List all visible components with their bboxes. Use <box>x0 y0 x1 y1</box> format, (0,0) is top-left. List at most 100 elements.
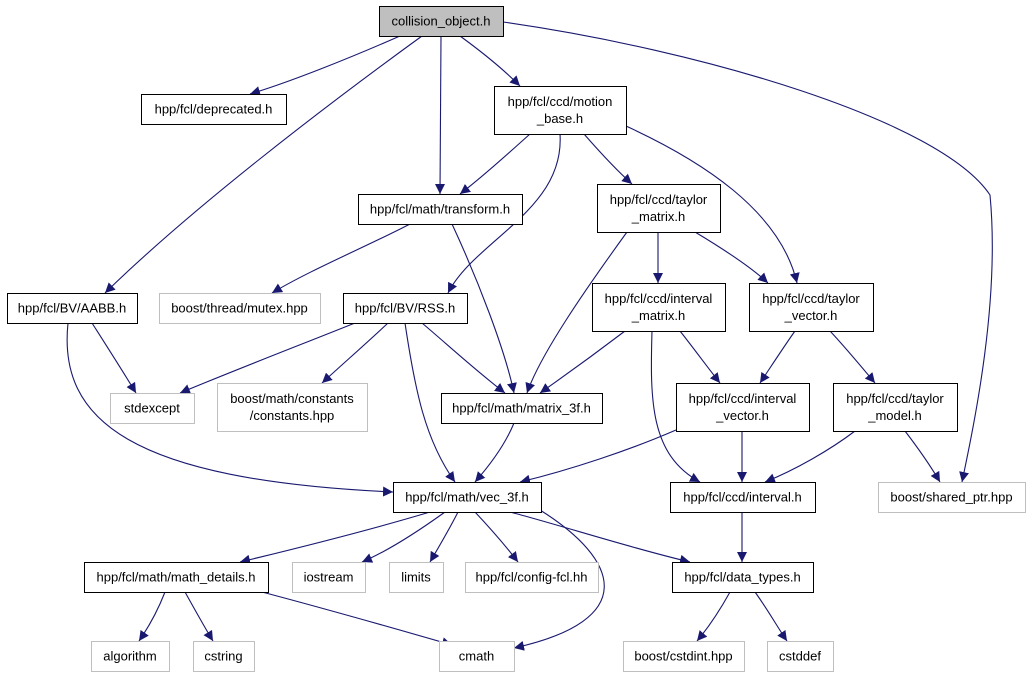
node-box <box>767 641 834 672</box>
node-taylor-vector[interactable]: hpp/fcl/ccd/taylor _vector.h <box>749 283 874 332</box>
node-box <box>597 184 721 233</box>
edge-collision-object-to-aabb <box>104 35 423 294</box>
edge-interval-matrix-to-interval <box>650 330 701 483</box>
edge-rss-to-stdexcept <box>179 322 356 394</box>
node-label: hpp/fcl/math/math_details.h <box>97 570 256 585</box>
node-aabb[interactable]: hpp/fcl/BV/AABB.h <box>7 293 138 324</box>
node-box <box>439 641 515 672</box>
node-math-details[interactable]: hpp/fcl/math/math_details.h <box>84 562 269 593</box>
node-label: algorithm <box>103 649 156 664</box>
edge-collision-object-to-motion-base <box>459 35 521 87</box>
node-box <box>623 641 745 672</box>
edge-vec-3f-to-cmath <box>513 509 605 651</box>
edge-vec-3f-to-data-types <box>509 511 691 565</box>
node-taylor-model[interactable]: hpp/fcl/ccd/taylor _model.h <box>833 383 958 432</box>
node-transform[interactable]: hpp/fcl/math/transform.h <box>358 194 523 225</box>
edge-motion-base-to-taylor-matrix <box>583 133 633 185</box>
node-label: stdexcept <box>124 401 180 416</box>
node-box <box>878 482 1026 513</box>
edges-layer <box>66 21 993 651</box>
node-matrix-3f[interactable]: hpp/fcl/math/matrix_3f.h <box>441 393 603 424</box>
node-interval-vector[interactable]: hpp/fcl/ccd/interval_vector.h <box>676 383 810 432</box>
node-box <box>84 562 269 593</box>
edge-data-types-to-cstdint <box>696 591 731 642</box>
node-box <box>465 562 599 593</box>
edge-rss-to-vec-3f <box>404 322 456 483</box>
node-shared-ptr: boost/shared_ptr.hpp <box>878 482 1026 513</box>
nodes-layer: collision_object.h hpp/fcl/deprecated.h hp… <box>7 6 1026 672</box>
edge-aabb-to-vec-3f <box>66 322 394 497</box>
node-label: iostream <box>304 570 354 585</box>
edge-interval-matrix-to-interval-vector <box>679 330 721 384</box>
node-box <box>670 482 816 513</box>
node-cstddef: cstddef <box>767 641 834 672</box>
node-label: cstddef <box>779 649 821 664</box>
node-label: hpp/fcl/ccd/interval <box>605 291 713 306</box>
node-label: boost/cstdint.hpp <box>634 649 732 664</box>
node-box <box>676 383 810 432</box>
node-label: hpp/fcl/config-fcl.hh <box>475 570 587 585</box>
edge-taylor-model-to-interval <box>764 430 856 483</box>
node-box <box>441 393 603 424</box>
node-collision-object[interactable]: collision_object.h <box>379 6 504 37</box>
node-box <box>358 194 523 225</box>
node-box <box>141 94 287 125</box>
node-box <box>393 482 542 513</box>
node-label: /constants.hpp <box>250 408 335 423</box>
node-label: cstring <box>204 649 242 664</box>
node-data-types[interactable]: hpp/fcl/data_types.h <box>672 562 814 593</box>
node-cmath: cmath <box>439 641 515 672</box>
edge-matrix-3f-to-vec-3f <box>474 422 515 483</box>
node-box <box>159 293 321 324</box>
node-label: hpp/fcl/math/vec_3f.h <box>405 490 529 505</box>
node-iostream: iostream <box>292 562 366 593</box>
edge-taylor-vector-to-interval-vector <box>759 330 796 384</box>
node-rss[interactable]: hpp/fcl/BV/RSS.h <box>343 293 468 324</box>
node-interval-matrix[interactable]: hpp/fcl/ccd/interval _matrix.h <box>592 283 726 332</box>
edge-vec-3f-to-math-details <box>239 511 431 565</box>
edge-math-details-to-cmath <box>261 591 453 648</box>
node-label: _base.h <box>536 111 583 126</box>
node-label: hpp/fcl/math/matrix_3f.h <box>452 401 591 416</box>
node-box <box>193 641 255 672</box>
edge-data-types-to-cstddef <box>754 591 788 642</box>
node-box <box>389 562 444 593</box>
node-box <box>292 562 366 593</box>
node-label: _model.h <box>867 408 921 423</box>
edge-aabb-to-stdexcept <box>91 322 137 394</box>
edge-motion-base-to-transform <box>459 133 531 195</box>
node-taylor-matrix[interactable]: hpp/fcl/ccd/taylor _matrix.h <box>597 184 721 233</box>
edge-transform-to-matrix-3f <box>451 223 517 394</box>
node-label: hpp/fcl/BV/AABB.h <box>18 301 126 316</box>
node-box <box>343 293 468 324</box>
edge-collision-object-to-shared-ptr <box>502 21 993 483</box>
node-label: hpp/fcl/ccd/taylor <box>762 291 860 306</box>
edge-vec-3f-to-config-fcl <box>474 511 519 563</box>
node-deprecated[interactable]: hpp/fcl/deprecated.h <box>141 94 287 125</box>
edge-collision-object-to-transform <box>435 35 446 195</box>
node-box <box>217 383 368 432</box>
node-box <box>91 641 170 672</box>
node-stdexcept: stdexcept <box>110 393 195 424</box>
edge-transform-to-mutex <box>271 223 411 294</box>
node-label: hpp/fcl/deprecated.h <box>155 102 273 117</box>
node-label: hpp/fcl/math/transform.h <box>370 202 510 217</box>
node-label: hpp/fcl/ccd/taylor <box>610 192 708 207</box>
node-label: _vector.h <box>784 308 838 323</box>
node-label: _matrix.h <box>631 308 685 323</box>
node-label: hpp/fcl/ccd/motion <box>508 94 613 109</box>
node-motion-base[interactable]: hpp/fcl/ccd/motion _base.h <box>494 86 627 135</box>
node-label: hpp/fcl/ccd/taylor <box>846 391 944 406</box>
node-interval[interactable]: hpp/fcl/ccd/interval.h <box>670 482 816 513</box>
node-cstdint: boost/cstdint.hpp <box>623 641 745 672</box>
node-label: hpp/fcl/ccd/interval.h <box>683 490 802 505</box>
node-algorithm: algorithm <box>91 641 170 672</box>
node-box <box>494 86 627 135</box>
node-label: _matrix.h <box>631 209 685 224</box>
node-label: hpp/fcl/data_types.h <box>684 570 800 585</box>
node-box <box>672 562 814 593</box>
node-vec-3f[interactable]: hpp/fcl/math/vec_3f.h <box>393 482 542 513</box>
edge-interval-matrix-to-matrix-3f <box>539 330 626 394</box>
edge-collision-object-to-deprecated <box>249 35 401 96</box>
